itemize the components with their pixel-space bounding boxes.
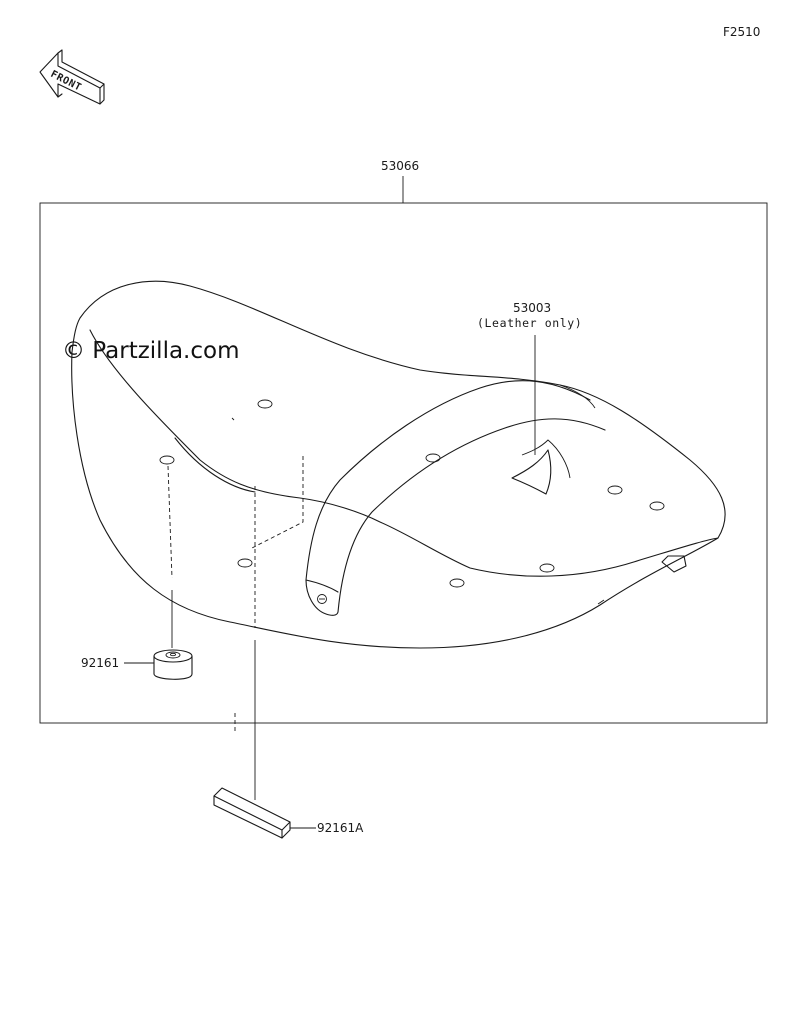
part-label-92161: 92161 (81, 656, 119, 670)
damper-block (213, 787, 291, 839)
front-arrow-icon: FRONT (39, 49, 105, 105)
damper-round (153, 649, 193, 680)
front-label: FRONT (49, 69, 83, 94)
figure-code: F2510 (723, 25, 760, 39)
part-label-53066: 53066 (381, 159, 419, 173)
assembly-frame (39, 202, 768, 724)
part-label-92161A: 92161A (317, 821, 364, 835)
watermark: © Partzilla.com (62, 338, 240, 364)
seat-illustration (71, 280, 726, 649)
part-label-53003: 53003 (513, 301, 551, 315)
part-note-leather: (Leather only) (477, 316, 582, 330)
